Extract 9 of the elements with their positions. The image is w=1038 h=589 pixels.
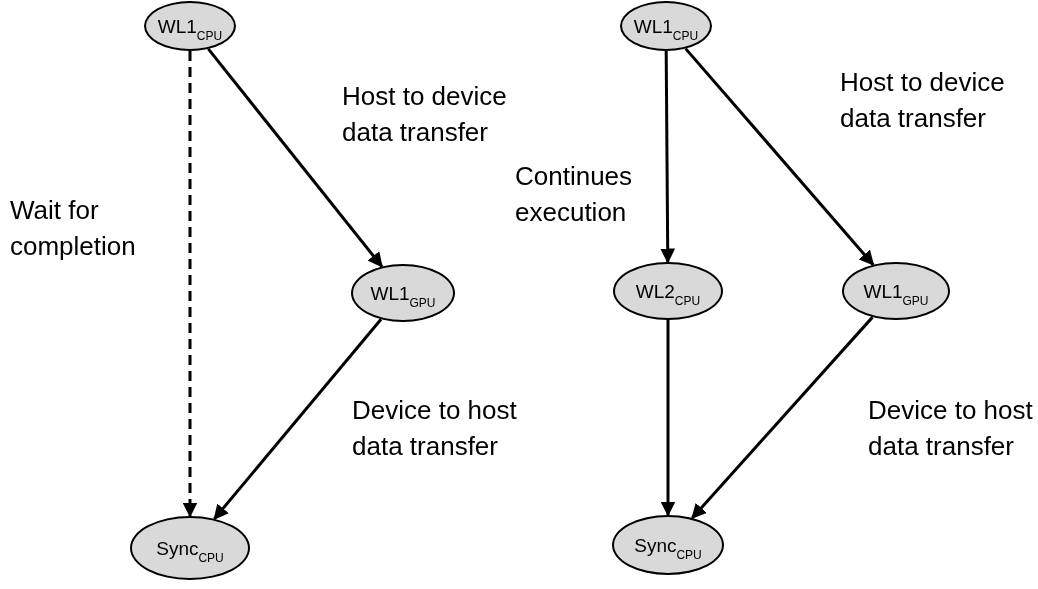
edge-label: Host to device data transfer <box>342 80 508 149</box>
edge-label: Device to host data transfer <box>868 394 1034 463</box>
arrow <box>660 320 676 517</box>
arrow <box>660 51 676 264</box>
edge-label: Device to host data transfer <box>352 394 518 463</box>
arrow <box>182 51 198 518</box>
edge-label: Continues execution <box>515 160 634 229</box>
edge-label: Wait for completion <box>10 194 137 263</box>
edge-label: Host to device data transfer <box>840 66 1006 135</box>
